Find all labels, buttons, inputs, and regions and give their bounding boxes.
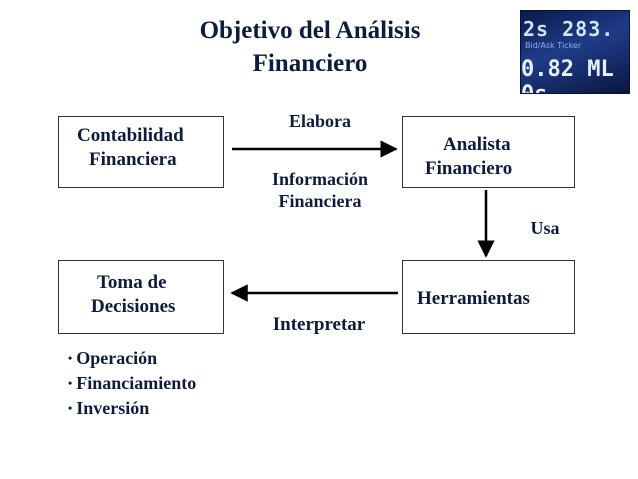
photo-text-3: 0.82 ML 0s <box>521 57 614 93</box>
stock-ticker-photo: 2s 283. Bid/Ask Ticker 0.82 ML 0s <box>520 10 630 94</box>
list-item: •Financiamiento <box>68 371 196 396</box>
bullet-label: Operación <box>76 348 158 368</box>
box-analista-line-2: Financiero <box>425 158 513 179</box>
box-analista-line-1: Analista <box>443 134 511 155</box>
list-item: •Inversión <box>68 396 196 421</box>
photo-text-1: 2s 283. <box>523 17 615 41</box>
list-item: •Operación <box>68 346 196 371</box>
edge-label-interpretar: Interpretar <box>272 314 366 335</box>
box-toma-line-2: Decisiones <box>91 296 176 317</box>
title-line-1: Objetivo del Análisis <box>199 17 421 44</box>
bullet-icon: • <box>68 401 73 415</box>
box-toma-de-decisiones: Toma de Decisiones <box>58 260 224 334</box>
box-contabilidad-line-2: Financiera <box>89 149 177 170</box>
bullet-label: Inversión <box>76 398 150 418</box>
box-analista-financiero: Analista Financiero <box>402 116 575 188</box>
edge-label-elabora: Elabora <box>288 111 351 131</box>
edge-informacion-line-1: Información <box>272 169 368 189</box>
edge-informacion-line-2: Financiera <box>278 191 362 211</box>
edge-label-informacion-financiera: Información Financiera <box>250 168 390 212</box>
box-toma-line-1: Toma de <box>97 272 167 293</box>
bullet-icon: • <box>68 351 73 365</box>
box-herramientas-line-1: Herramientas <box>417 288 530 309</box>
bullet-icon: • <box>68 376 73 390</box>
edge-label-usa: Usa <box>530 218 560 238</box>
box-herramientas: Herramientas <box>402 260 575 334</box>
box-contabilidad-line-1: Contabilidad <box>77 125 184 146</box>
title-line-2: Financiero <box>252 50 368 77</box>
box-contabilidad-financiera: Contabilidad Financiera <box>58 116 224 188</box>
photo-text-2: Bid/Ask Ticker <box>525 41 582 50</box>
bullet-list: •Operación •Financiamiento •Inversión <box>68 346 196 421</box>
page-title: Objetivo del Análisis Financiero <box>160 14 460 80</box>
bullet-label: Financiamiento <box>76 373 197 393</box>
